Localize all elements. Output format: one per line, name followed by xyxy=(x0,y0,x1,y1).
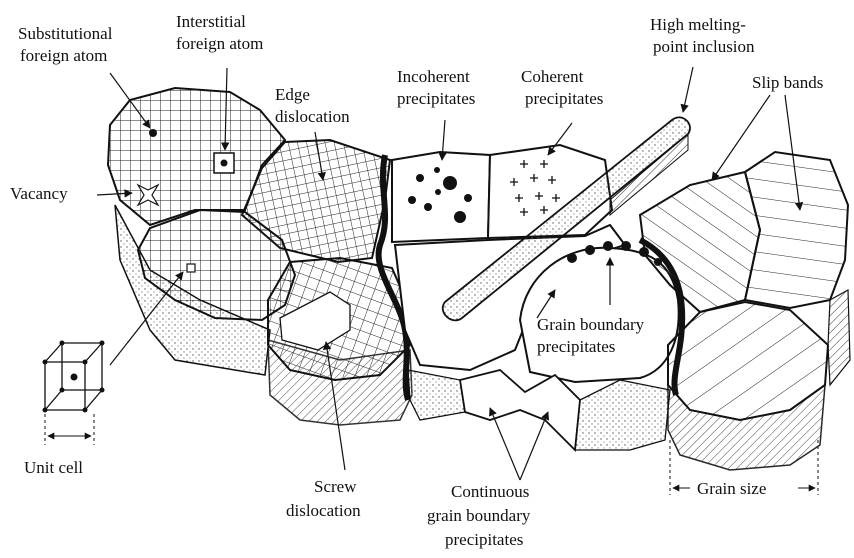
middle-side-face xyxy=(408,370,465,420)
label-vacancy: Vacancy xyxy=(10,184,68,203)
unit-cell-marker xyxy=(187,264,195,272)
interstitial-atom-dot xyxy=(221,160,228,167)
grain-incoherent xyxy=(392,152,490,242)
grain-slip-horizontal xyxy=(745,152,848,308)
right-edge-face xyxy=(828,290,850,385)
label-grain-size: Grain size xyxy=(697,479,766,498)
middle-side-face-2 xyxy=(575,380,670,450)
label-unit-cell: Unit cell xyxy=(24,458,83,477)
unit-cell-dimension xyxy=(45,414,94,445)
label-high-melting: High melting-point inclusion xyxy=(650,15,755,56)
label-slip-bands: Slip bands xyxy=(752,73,823,92)
substitutional-atom-dot xyxy=(149,129,157,137)
continuous-precip-shape xyxy=(460,370,580,450)
